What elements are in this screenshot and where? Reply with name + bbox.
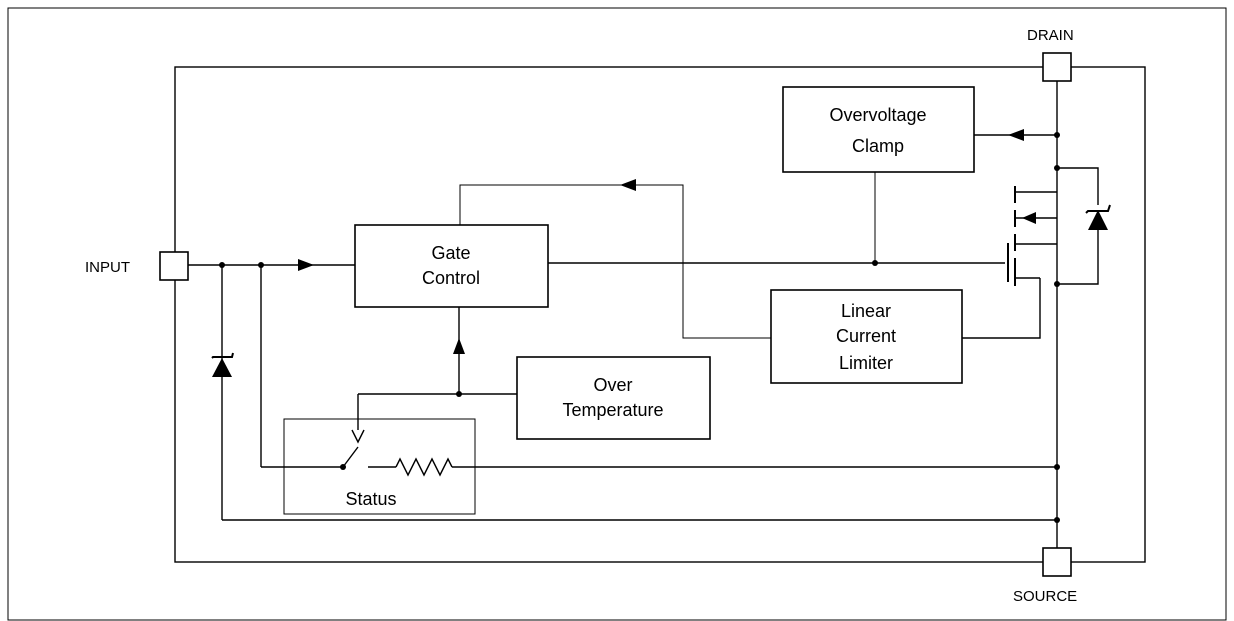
body-zener-diode-icon [1085,204,1111,230]
body-diode-wire [1057,230,1099,285]
limiter-line3: Limiter [839,353,893,373]
junction-dot [1054,517,1060,523]
overvoltage-clamp-line2: Clamp [852,136,904,156]
linear-current-limiter-block: Linear Current Limiter [770,289,963,384]
limiter-line2: Current [836,326,896,346]
status-block: Status [283,418,476,515]
switch-arrow [351,429,365,444]
junction-dot [1054,132,1060,138]
overvoltage-clamp-line1: Overvoltage [829,105,926,125]
feedback-arrow [620,179,636,191]
limiter-line1: Linear [841,301,891,321]
body-diode-wire [1057,167,1099,205]
junction-dot [456,391,462,397]
over-temperature-block: Over Temperature [516,356,711,440]
temp-arrow [453,338,465,354]
over-temperature-line2: Temperature [562,400,663,420]
source-pin [1042,547,1072,577]
drain-label: DRAIN [1027,27,1074,44]
clamp-arrow [1008,129,1024,141]
switch-icon [342,446,359,468]
drain-pin [1042,52,1072,82]
resistor-icon [395,457,453,477]
input-arrow [298,259,314,271]
limiter-feedback-wire [459,184,771,339]
status-label: Status [345,489,396,509]
over-temperature-line1: Over [593,375,632,395]
gate-control-block: Gate Control [354,224,549,308]
source-label: SOURCE [1013,588,1077,605]
gate-control-line1: Gate [431,243,470,263]
input-pin [159,251,189,281]
input-label: INPUT [85,259,130,276]
gate-control-line2: Control [422,268,480,288]
junction-dot [1054,464,1060,470]
page-frame [7,7,1227,621]
overvoltage-clamp-block: Overvoltage Clamp [782,86,975,173]
chip-outline [174,66,1146,563]
mosfet-icon [962,186,1057,339]
zener-diode-icon [211,352,234,377]
